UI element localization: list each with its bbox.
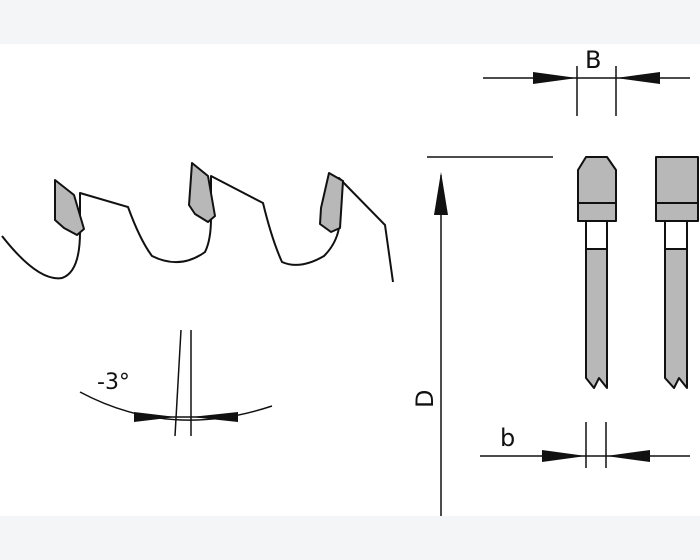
- diameter-label: D: [411, 390, 439, 408]
- arrowhead: [134, 412, 176, 422]
- diameter-arrowhead: [434, 172, 448, 215]
- tip-braze-band: [655, 202, 699, 222]
- blade-neck: [585, 220, 608, 250]
- carbide-tip: [319, 172, 344, 233]
- blade-body: [664, 248, 688, 389]
- blade-neck: [664, 220, 688, 250]
- arrowhead: [606, 450, 650, 462]
- tooth-cross-section-flat: [655, 156, 699, 389]
- arrowhead: [542, 450, 586, 462]
- blade-body: [585, 248, 608, 389]
- arrowhead: [616, 72, 660, 84]
- diameter-dimension: [427, 156, 553, 516]
- tooth-face-line: [174, 329, 182, 437]
- body-thickness-label: b: [500, 424, 515, 452]
- hook-angle-label: -3°: [97, 370, 130, 395]
- angle-arc: [79, 391, 273, 421]
- kerf-arrows: [533, 72, 660, 84]
- angle-arrows: [134, 412, 238, 422]
- tip-braze-band: [577, 202, 617, 222]
- saw-teeth-profile: [1, 175, 394, 283]
- carbide-tip: [54, 179, 85, 236]
- hook-angle-detail: [79, 329, 273, 437]
- carbide-tip-flat: [655, 156, 699, 204]
- kerf-width-label: B: [585, 46, 601, 74]
- arrowhead: [533, 72, 577, 84]
- carbide-tips: [54, 162, 344, 236]
- body-arrows: [542, 450, 650, 462]
- arrowhead: [191, 412, 238, 422]
- canvas-background: [0, 44, 700, 516]
- tooth-cross-section-trapezoid: [577, 156, 617, 389]
- carbide-tip-trapezoid: [577, 156, 617, 204]
- carbide-tip: [188, 162, 216, 223]
